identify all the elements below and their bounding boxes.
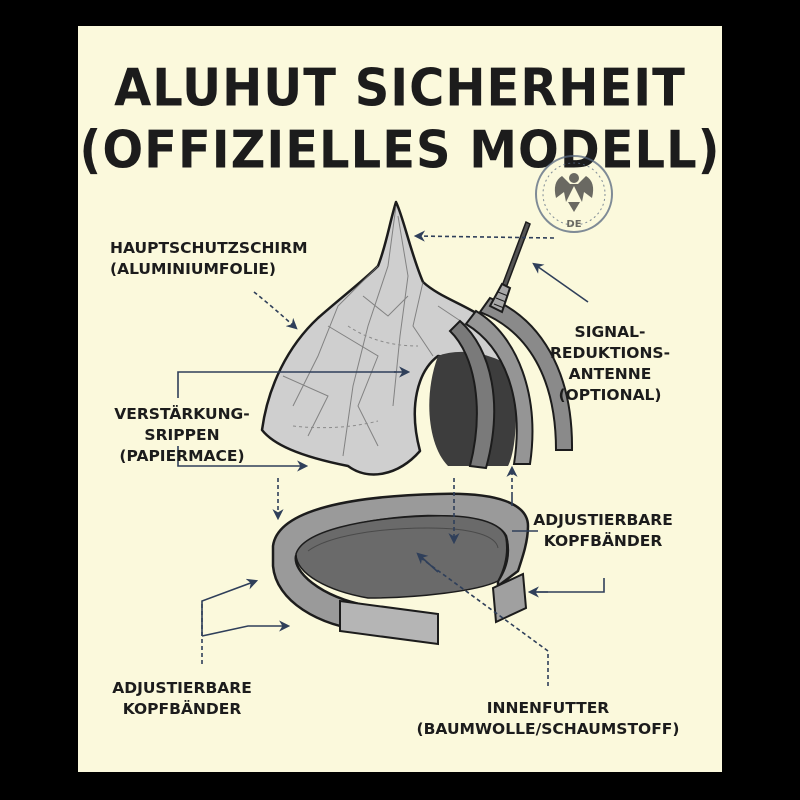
label-bands-left: ADJUSTIERBARE KOPFBÄNDER bbox=[102, 678, 262, 720]
label-lining: INNENFUTTER (BAUMWOLLE/SCHAUMSTOFF) bbox=[398, 698, 698, 740]
label-bands-right-line: ADJUSTIERBARE bbox=[528, 510, 678, 531]
label-main-shield-line: (ALUMINIUMFOLIE) bbox=[110, 259, 308, 280]
label-antenna-line: (OPTIONAL) bbox=[540, 385, 680, 406]
label-ribs: VERSTÄRKUNG- SRIPPEN (PAPIERMACE) bbox=[98, 404, 266, 467]
label-lining-line: INNENFUTTER bbox=[398, 698, 698, 719]
label-bands-left-line: KOPFBÄNDER bbox=[102, 699, 262, 720]
antenna bbox=[490, 222, 530, 312]
label-lining-line: (BAUMWOLLE/SCHAUMSTOFF) bbox=[398, 719, 698, 740]
headband-ring bbox=[273, 494, 528, 644]
label-ribs-line: SRIPPEN bbox=[98, 425, 266, 446]
label-ribs-line: VERSTÄRKUNG- bbox=[98, 404, 266, 425]
label-ribs-line: (PAPIERMACE) bbox=[98, 446, 266, 467]
label-main-shield-line: HAUPTSCHUTZSCHIRM bbox=[110, 238, 308, 259]
label-antenna-line: ANTENNE bbox=[540, 364, 680, 385]
label-main-shield: HAUPTSCHUTZSCHIRM (ALUMINIUMFOLIE) bbox=[110, 238, 308, 280]
seal-text: DE bbox=[566, 219, 581, 230]
diagram-poster: ALUHUT SICHERHEIT (OFFIZIELLES MODELL) D… bbox=[78, 26, 722, 772]
label-antenna-line: SIGNAL- bbox=[540, 322, 680, 343]
label-bands-right: ADJUSTIERBARE KOPFBÄNDER bbox=[528, 510, 678, 552]
seal-stamp: DE bbox=[536, 156, 612, 232]
label-antenna: SIGNAL- REDUKTIONS- ANTENNE (OPTIONAL) bbox=[540, 322, 680, 406]
label-bands-right-line: KOPFBÄNDER bbox=[528, 531, 678, 552]
label-bands-left-line: ADJUSTIERBARE bbox=[102, 678, 262, 699]
eagle-icon bbox=[555, 173, 593, 212]
label-antenna-line: REDUKTIONS- bbox=[540, 343, 680, 364]
